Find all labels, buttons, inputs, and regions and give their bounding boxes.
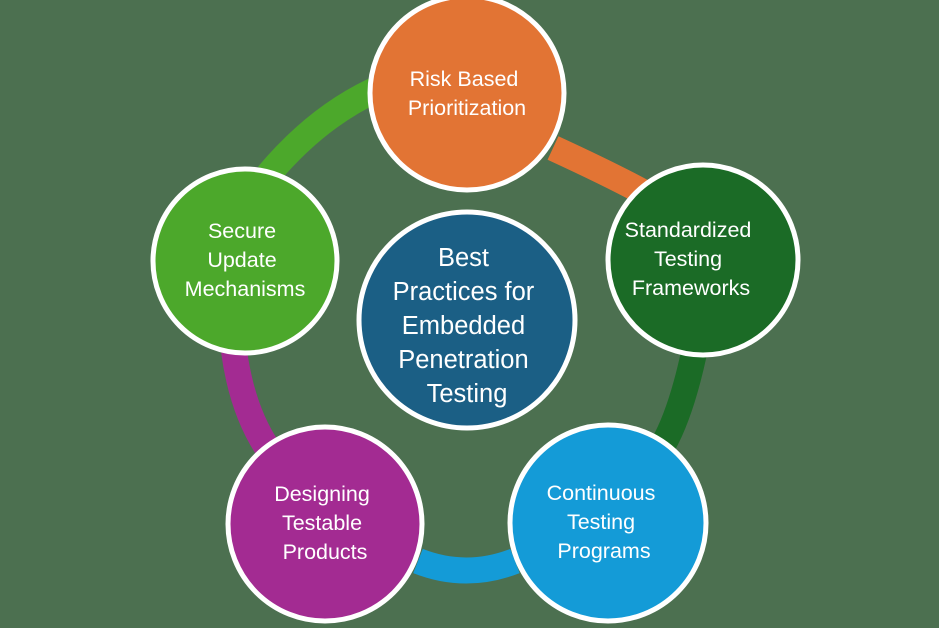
- node-label-designing-testable-products: Designing Testable Products: [274, 482, 376, 564]
- node-circle-standardized-testing-frameworks[interactable]: [605, 162, 801, 358]
- label-line: Testing: [654, 247, 722, 271]
- node-label-hub: Best Practices for Embedded Penetration …: [393, 244, 542, 408]
- label-line: Testing: [567, 510, 635, 534]
- label-line: Update: [207, 248, 276, 272]
- connector-secure-update-to-risk-based: [258, 74, 390, 184]
- node-circle-secure-update-mechanisms[interactable]: [150, 166, 340, 356]
- node-label-risk-based-prioritization: Risk Based Prioritization: [408, 67, 526, 120]
- label-line: Programs: [557, 539, 650, 563]
- label-line: Prioritization: [408, 96, 526, 120]
- node-label-secure-update-mechanisms: Secure Update Mechanisms: [185, 219, 306, 301]
- connector-designing-to-secure-update: [221, 349, 279, 457]
- node-circle-hub[interactable]: [356, 209, 578, 431]
- label-line: Secure: [208, 219, 276, 243]
- label-line: Embedded: [402, 312, 525, 340]
- node-label-continuous-testing-programs: Continuous Testing Programs: [547, 481, 662, 563]
- label-line: Continuous: [547, 481, 656, 505]
- node-hub[interactable]: Best Practices for Embedded Penetration …: [356, 209, 578, 431]
- label-line: Designing: [274, 482, 370, 506]
- label-line: Standardized: [625, 218, 752, 242]
- node-circle-risk-based-prioritization[interactable]: [367, 0, 567, 193]
- label-line: Frameworks: [632, 276, 750, 300]
- node-secure-update-mechanisms[interactable]: Secure Update Mechanisms: [150, 166, 340, 356]
- label-line: Testable: [282, 511, 362, 535]
- node-standardized-testing-frameworks[interactable]: Standardized Testing Frameworks: [605, 162, 801, 358]
- label-line: Best: [438, 244, 489, 272]
- label-line: Practices for: [393, 278, 535, 306]
- connector-continuous-to-designing: [413, 548, 520, 584]
- connector-standardized-to-continuous: [651, 350, 707, 452]
- label-line: Products: [283, 540, 368, 564]
- node-circle-designing-testable-products[interactable]: [225, 424, 425, 624]
- label-line: Penetration: [398, 346, 528, 374]
- node-designing-testable-products[interactable]: Designing Testable Products: [225, 424, 425, 624]
- node-label-standardized-testing-frameworks: Standardized Testing Frameworks: [625, 218, 758, 300]
- connector-risk-based-to-standardized: [547, 136, 657, 208]
- label-line: Risk Based: [410, 67, 519, 91]
- label-line: Testing: [427, 380, 508, 408]
- label-line: Mechanisms: [185, 277, 306, 301]
- node-risk-based-prioritization[interactable]: Risk Based Prioritization: [367, 0, 567, 193]
- node-circle-continuous-testing-programs[interactable]: [507, 422, 709, 624]
- node-continuous-testing-programs[interactable]: Continuous Testing Programs: [507, 422, 709, 624]
